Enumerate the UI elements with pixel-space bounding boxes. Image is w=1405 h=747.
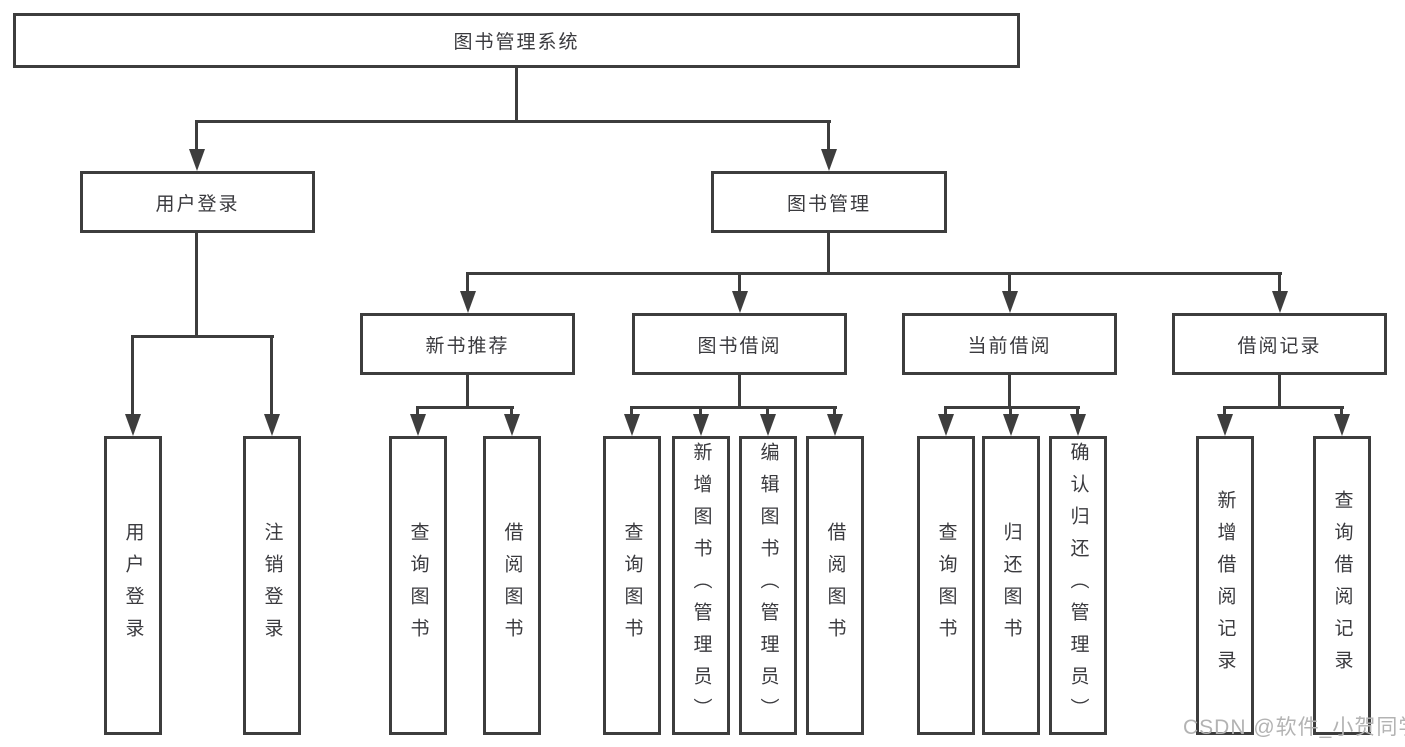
node-new-book-recommend: 新书推荐	[360, 313, 575, 375]
arrow-down-icon	[1334, 414, 1350, 436]
connector-drop	[1340, 406, 1343, 416]
leaf-record-query: 查询借阅记录	[1313, 436, 1371, 735]
connector-newbook-bar	[416, 406, 514, 409]
node-book-borrow: 图书借阅	[632, 313, 847, 375]
connector-drop	[416, 406, 419, 416]
connector-drop	[766, 406, 769, 416]
arrow-down-icon	[1003, 414, 1019, 436]
connector-login-bar	[131, 335, 274, 338]
arrow-down-icon	[189, 149, 205, 171]
connector-drop	[833, 406, 836, 416]
connector-borrow-stem	[738, 375, 741, 408]
arrow-down-icon	[264, 414, 280, 436]
arrow-down-icon	[693, 414, 709, 436]
arrow-down-icon	[1002, 291, 1018, 313]
arrow-down-icon	[827, 414, 843, 436]
connector-drop	[827, 120, 830, 151]
node-user-login: 用户登录	[80, 171, 315, 233]
connector-drop	[131, 335, 134, 416]
arrow-down-icon	[504, 414, 520, 436]
connector-mgmt-stem	[827, 233, 830, 274]
leaf-record-add: 新增借阅记录	[1196, 436, 1254, 735]
connector-mgmt-bar	[466, 272, 1282, 275]
connector-drop	[1223, 406, 1226, 416]
leaf-newbook-query: 查询图书	[389, 436, 447, 735]
node-current-borrow: 当前借阅	[902, 313, 1117, 375]
connector-drop	[1009, 406, 1012, 416]
arrow-down-icon	[460, 291, 476, 313]
arrow-down-icon	[938, 414, 954, 436]
node-borrow-record: 借阅记录	[1172, 313, 1387, 375]
connector-record-stem	[1278, 375, 1281, 408]
connector-root-bar	[195, 120, 831, 123]
leaf-borrow-edit-admin: 编辑图书（管理员）	[739, 436, 797, 735]
connector-drop	[195, 120, 198, 151]
arrow-down-icon	[732, 291, 748, 313]
connector-drop	[1008, 272, 1011, 293]
leaf-current-return: 归还图书	[982, 436, 1040, 735]
node-book-management: 图书管理	[711, 171, 947, 233]
connector-drop	[738, 272, 741, 293]
arrow-down-icon	[624, 414, 640, 436]
connector-drop	[466, 272, 469, 293]
connector-drop	[1278, 272, 1281, 293]
connector-login-stem	[195, 233, 198, 335]
leaf-borrow-add-admin: 新增图书（管理员）	[672, 436, 730, 735]
leaf-borrow-query: 查询图书	[603, 436, 661, 735]
arrow-down-icon	[1070, 414, 1086, 436]
connector-newbook-stem	[466, 375, 469, 408]
arrow-down-icon	[1217, 414, 1233, 436]
connector-drop	[630, 406, 633, 416]
arrow-down-icon	[410, 414, 426, 436]
node-root: 图书管理系统	[13, 13, 1020, 68]
connector-borrow-bar	[630, 406, 837, 409]
connector-drop	[699, 406, 702, 416]
leaf-user-login: 用户登录	[104, 436, 162, 735]
arrow-down-icon	[1272, 291, 1288, 313]
connector-record-bar	[1223, 406, 1344, 409]
leaf-current-query: 查询图书	[917, 436, 975, 735]
connector-drop	[510, 406, 513, 416]
arrow-down-icon	[821, 149, 837, 171]
connector-drop	[944, 406, 947, 416]
connector-drop	[270, 335, 273, 416]
connector-current-stem	[1008, 375, 1011, 408]
leaf-logout: 注销登录	[243, 436, 301, 735]
connector-root-stem	[515, 68, 518, 120]
arrow-down-icon	[760, 414, 776, 436]
connector-current-bar	[944, 406, 1080, 409]
connector-drop	[1076, 406, 1079, 416]
leaf-newbook-borrow: 借阅图书	[483, 436, 541, 735]
leaf-current-confirm-admin: 确认归还（管理员）	[1049, 436, 1107, 735]
csdn-watermark: CSDN @软件_小贺同学	[1183, 716, 1405, 739]
arrow-down-icon	[125, 414, 141, 436]
leaf-borrow-book: 借阅图书	[806, 436, 864, 735]
